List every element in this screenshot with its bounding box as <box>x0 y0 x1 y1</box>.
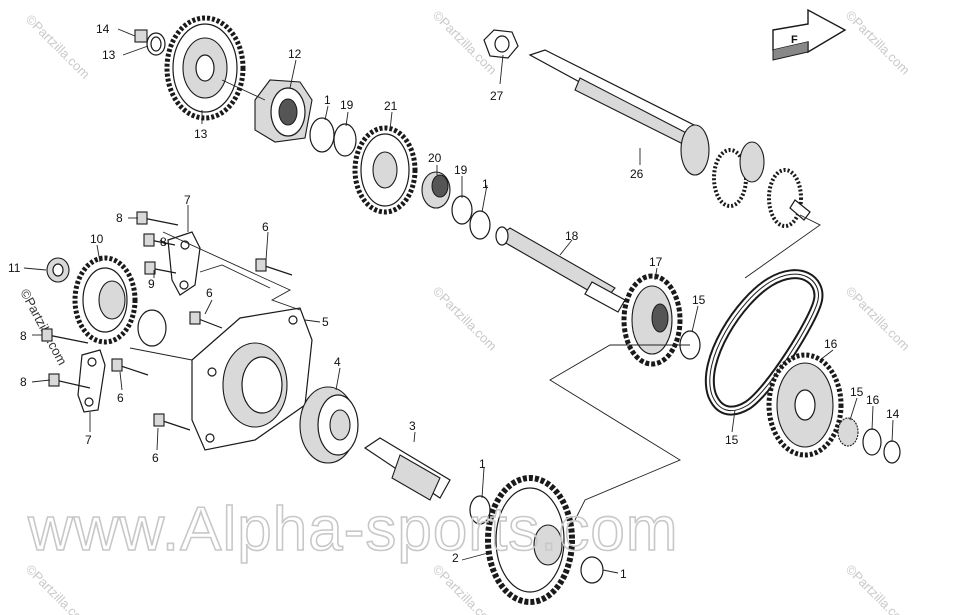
bolt-25-icon <box>134 29 148 43</box>
watermark-small: ©Partzilla.com <box>843 284 913 354</box>
gear-22-hub-icon <box>254 79 313 143</box>
bolts-icon <box>41 211 293 431</box>
part-label: 16 <box>866 393 880 407</box>
part-label: 11 <box>8 261 21 275</box>
watermark-small: ©Partzilla.com <box>23 12 93 82</box>
part-label: 6 <box>117 391 124 405</box>
part-label: 1 <box>482 177 489 191</box>
part-label: 9 <box>148 277 155 291</box>
ring-19b-icon <box>451 195 473 225</box>
assembly-lines <box>129 79 821 521</box>
part-label: 8 <box>20 329 27 343</box>
part-label: 26 <box>630 167 644 181</box>
part-label: 15 <box>725 433 739 447</box>
part-label: 13 <box>102 48 116 62</box>
part-label: 1 <box>324 93 331 107</box>
part-label: 8 <box>160 235 167 249</box>
washer-9-icon <box>137 309 167 347</box>
watermark-small: ©Partzilla.com <box>430 284 500 354</box>
bearing-4-icon <box>299 386 359 464</box>
part-label: 6 <box>152 451 159 465</box>
shaft-26-icon <box>528 49 811 228</box>
gear-2-icon <box>485 475 575 605</box>
part-label: 6 <box>262 220 269 234</box>
ring-19-icon <box>333 123 357 157</box>
ring-1-icon <box>309 117 335 153</box>
part-labels: 14 13 13 12 1 19 21 20 19 1 27 26 18 17 <box>8 22 900 581</box>
part-label: 1 <box>479 457 486 471</box>
part-label: 8 <box>116 211 123 225</box>
part-label: 10 <box>90 232 104 246</box>
watermark-small: ©Partzilla.com <box>843 8 913 78</box>
gear-10-icon <box>72 255 138 345</box>
part-label: 7 <box>85 433 92 447</box>
part-label: 7 <box>184 193 191 207</box>
part-label: 21 <box>384 99 398 113</box>
gear-21-icon <box>352 125 418 215</box>
part-label: 14 <box>886 407 900 421</box>
part-label: 1 <box>620 567 627 581</box>
shaft-3-icon <box>363 437 451 501</box>
part-label: 8 <box>20 375 27 389</box>
part-label: 27 <box>490 89 504 103</box>
part-label: 16 <box>824 337 838 351</box>
ring-1b-icon <box>469 210 491 240</box>
chain-16-icon <box>704 269 824 416</box>
nut-27-icon <box>483 29 519 59</box>
part-label: 20 <box>428 151 442 165</box>
part-label: 18 <box>565 229 579 243</box>
clip-11-icon <box>46 257 70 283</box>
part-label: 12 <box>288 47 302 61</box>
watermark-small: ©Partzilla.com <box>843 562 913 615</box>
part-label: 15 <box>850 385 864 399</box>
bracket-7-icon <box>167 231 201 296</box>
watermark-main: www.Alpha-sports.com <box>27 495 679 564</box>
part-label: 2 <box>452 551 459 565</box>
part-label: 17 <box>649 255 663 269</box>
part-label: 19 <box>340 98 354 112</box>
gear-15-icon <box>766 352 844 458</box>
bearing-housing-5-icon <box>191 307 313 451</box>
needle-bearing-14-icon <box>837 417 859 447</box>
shaft-18-icon <box>495 226 626 313</box>
leader-lines <box>23 28 894 574</box>
washer-24-icon <box>146 32 166 56</box>
watermark-small: ©Partzilla.com <box>23 562 93 615</box>
part-label: 5 <box>322 315 329 329</box>
ring-1c-icon <box>469 495 491 525</box>
part-label: 14 <box>96 22 110 36</box>
part-label: 15 <box>692 293 706 307</box>
part-label: 6 <box>206 286 213 300</box>
watermark-small: ©Partzilla.com <box>430 562 500 615</box>
bracket-7b-icon <box>77 349 106 413</box>
washer-13b-icon <box>862 428 882 456</box>
part-label: 4 <box>334 355 341 369</box>
part-label: 19 <box>454 163 468 177</box>
watermark-small-vertical: ©Partzilla.com <box>17 286 70 367</box>
part-label: 13 <box>194 127 208 141</box>
forward-arrow-icon: F <box>772 8 847 61</box>
collar-20-icon <box>421 171 451 209</box>
forward-arrow-text: F <box>791 34 798 46</box>
gear-17-icon <box>621 273 683 367</box>
part-label: 3 <box>409 419 416 433</box>
gear-23-icon <box>164 15 246 121</box>
clip-12-icon <box>883 440 901 464</box>
